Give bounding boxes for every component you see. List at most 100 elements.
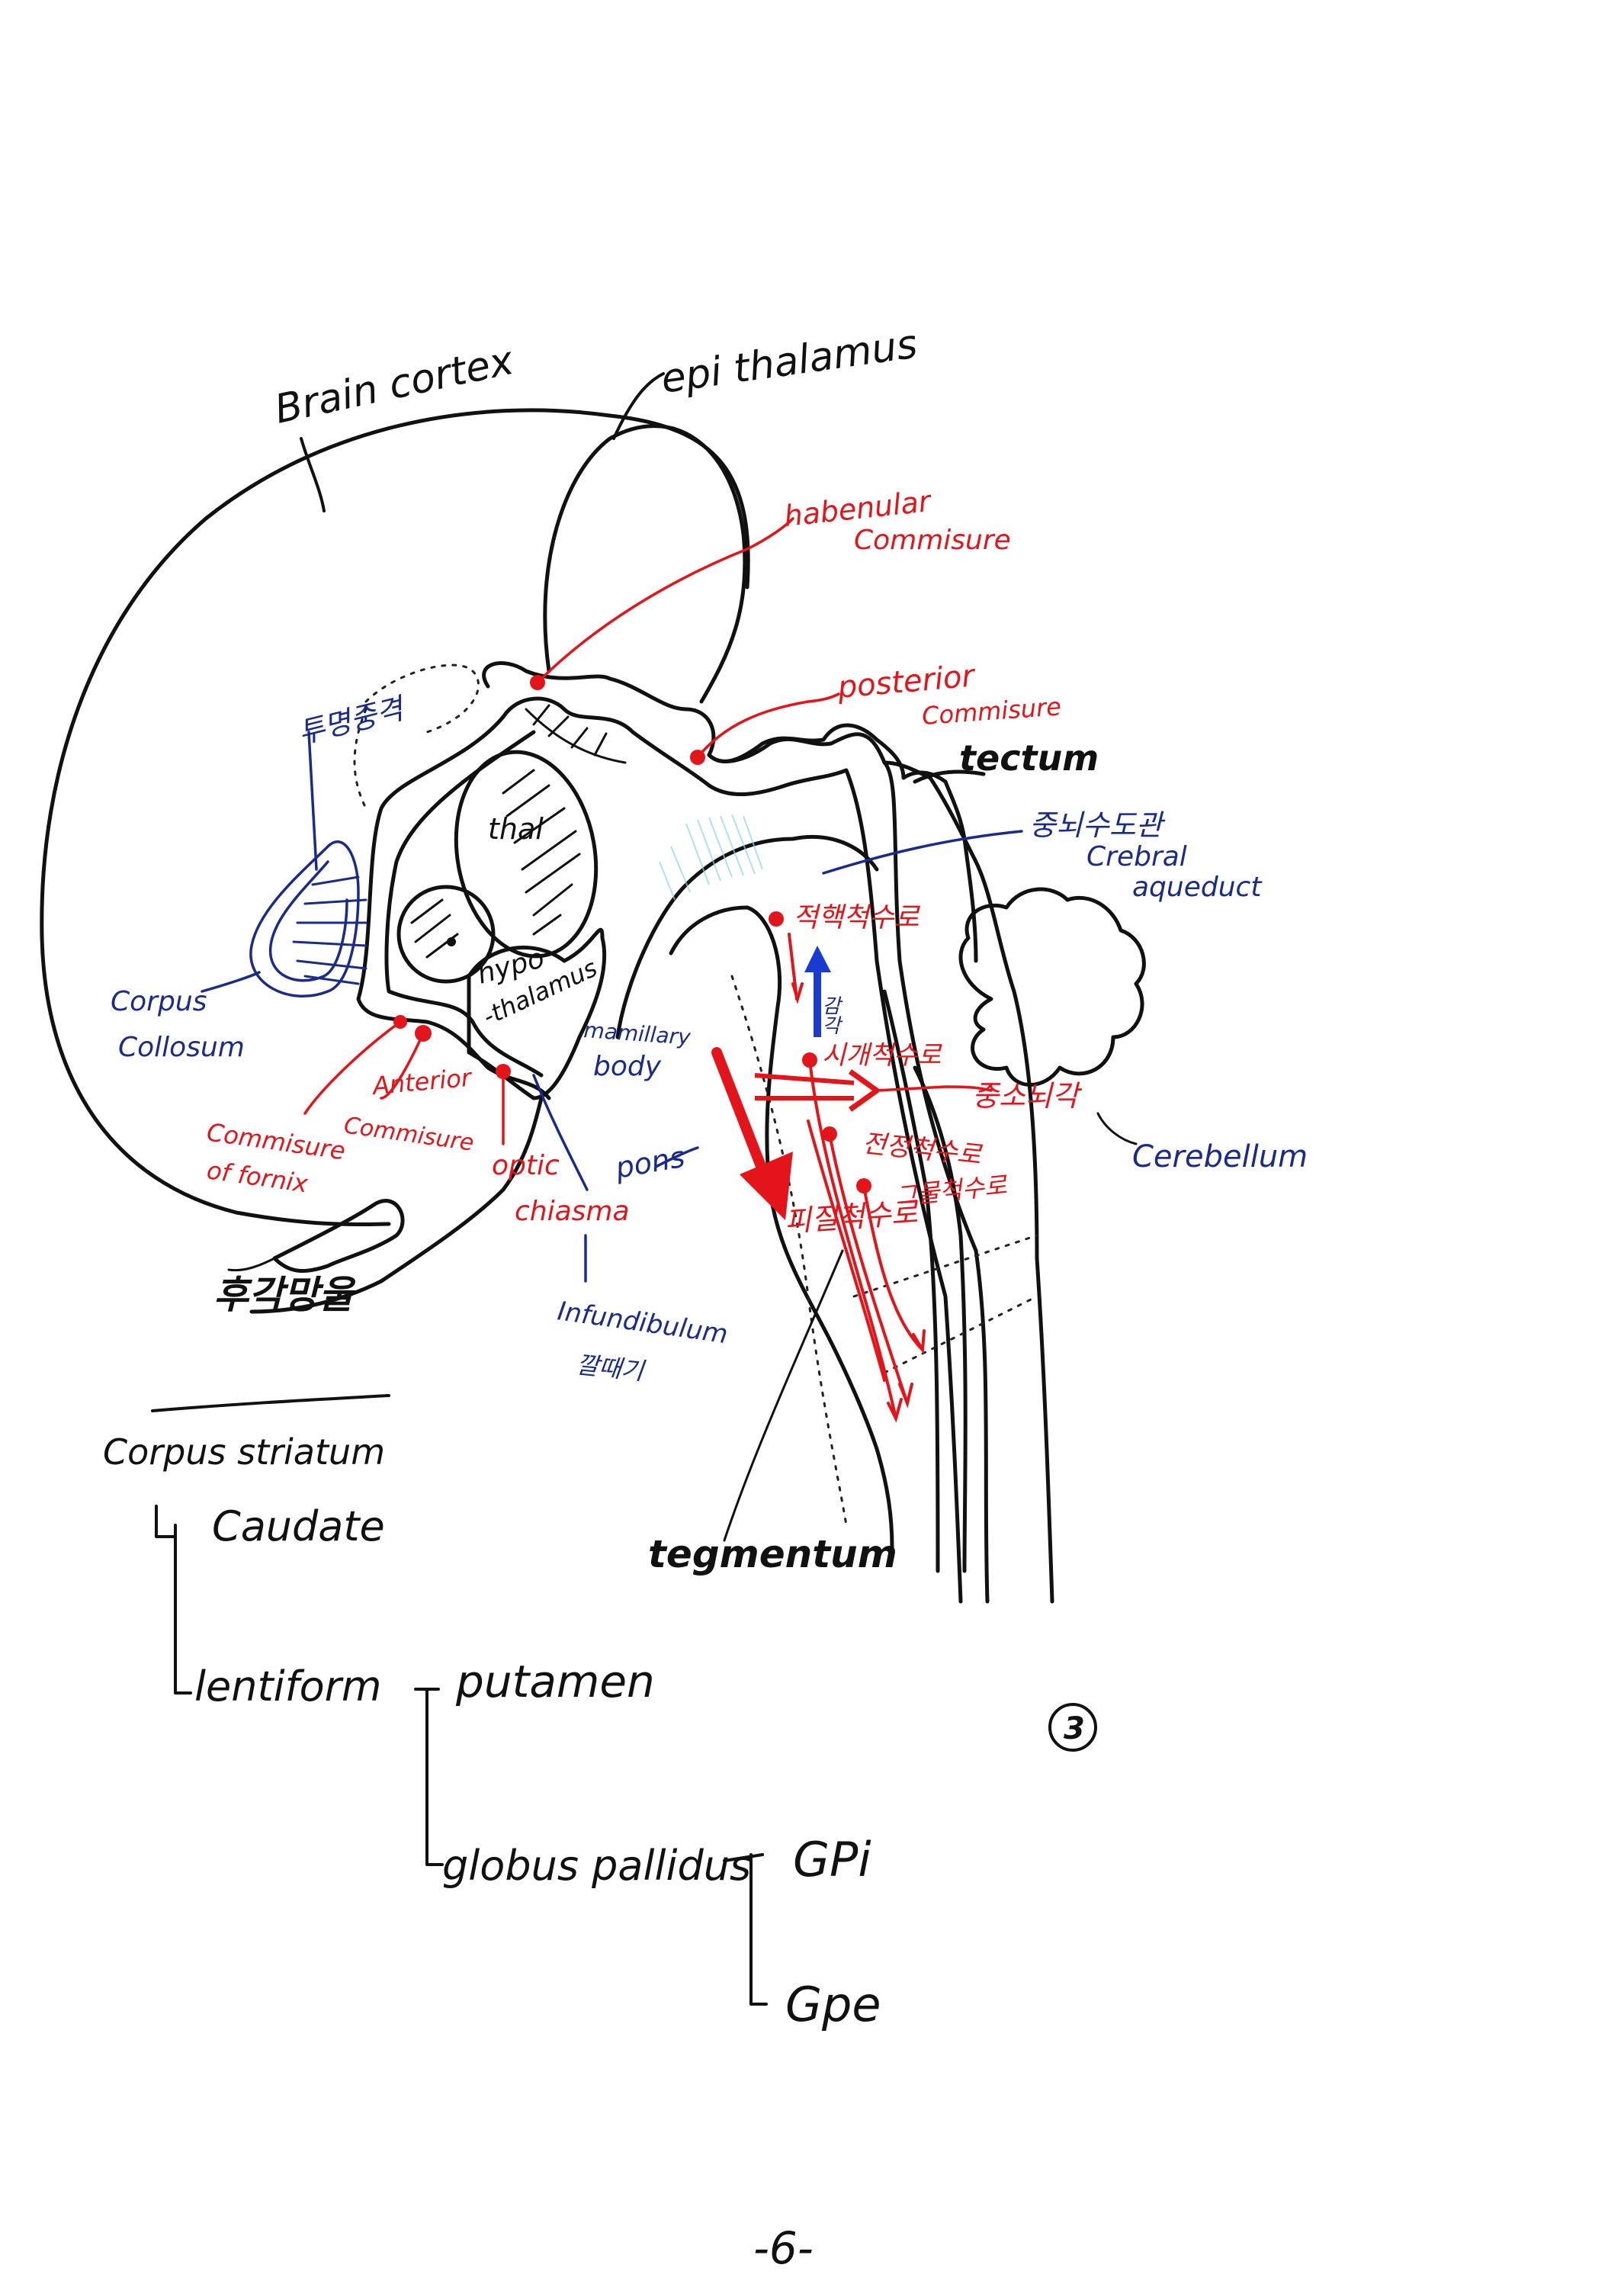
olfactory-bulb-outline	[272, 1199, 405, 1274]
label-aqueduct-kr: 중뇌수도관	[1029, 808, 1166, 842]
cerebellum-pointer	[1096, 1112, 1138, 1145]
label-infundibulum-kr: 깔때기	[575, 1350, 647, 1386]
circled-number: 3	[1048, 1703, 1097, 1752]
tree-globus: globus pallidus	[442, 1842, 751, 1890]
infundibulum-outline	[249, 1096, 544, 1314]
label-olfactory: 후각망울	[213, 1273, 357, 1317]
tree-branch-1	[155, 1505, 192, 1695]
tree-branch-2	[414, 1688, 444, 1866]
hypothalamus-outline	[467, 927, 607, 1100]
circle-number-text: 3	[1064, 1711, 1085, 1746]
dotted-septum-2	[353, 708, 367, 810]
nucleus-dot	[447, 937, 456, 946]
label-mamillary2: body	[593, 1051, 662, 1082]
label-septum: 투명중격	[295, 691, 409, 750]
striatum-tree: Corpus striatum Caudate lentiform putame…	[103, 1394, 881, 2032]
label-posterior2: Commisure	[921, 692, 1062, 731]
brain-outlines	[40, 408, 1146, 1604]
label-pons: pons	[612, 1140, 688, 1185]
label-fornix2: of fornix	[205, 1155, 310, 1198]
label-mamillary1: mamillary	[583, 1017, 692, 1050]
pons-outline	[615, 834, 879, 1039]
label-cerebellum: Cerebellum	[1132, 1139, 1308, 1174]
callosum-pointer	[201, 971, 261, 993]
tectum-outline	[707, 723, 978, 963]
label-optic1: optic	[492, 1150, 560, 1181]
label-tract4: 전정척수로	[861, 1128, 984, 1171]
tree-caudate: Caudate	[212, 1502, 385, 1550]
label-brain-cortex: Brain cortex	[271, 338, 518, 433]
thalamus-hatching	[410, 704, 627, 959]
tegmentum-pointer	[723, 1249, 844, 1542]
dotted-septum	[364, 663, 480, 734]
brainstem-outline	[882, 760, 1054, 1604]
label-thal: thal	[488, 812, 544, 846]
middle-peduncle-arrowhead	[848, 1069, 880, 1112]
label-sense: 감각	[818, 995, 841, 1035]
label-tract6: 피질척수로	[784, 1196, 920, 1238]
callosum-inner	[268, 860, 348, 982]
dotted-brainstem-3	[883, 1295, 1038, 1374]
anterior-pointer	[380, 1032, 425, 1100]
label-aqueduct1: Crebral	[1086, 841, 1187, 872]
callosum-striations	[292, 875, 367, 985]
label-corpus-callosum2: Collosum	[118, 1032, 245, 1063]
tectum-pointer	[913, 769, 986, 784]
label-posterior: posterior	[836, 658, 977, 705]
tree-putamen: putamen	[455, 1656, 655, 1707]
label-tract2: 시개척수로	[822, 1040, 942, 1071]
red-labels: habenular Commisure posterior Commisure …	[205, 484, 1083, 1238]
pons-pointer	[654, 1146, 699, 1168]
page-number: -6-	[753, 2222, 814, 2274]
middle-peduncle-line	[875, 1085, 993, 1092]
tree-gpe: Gpe	[785, 1977, 881, 2032]
circle-number-ring	[1048, 1703, 1097, 1752]
red-markers	[227, 372, 1138, 1542]
corticospinal-arrowhead	[740, 1152, 793, 1220]
mamillary-pointer	[532, 1074, 589, 1191]
cortex-outline	[40, 408, 750, 1227]
aqueduct-pointer	[822, 830, 1023, 875]
habenular-pointer	[536, 517, 794, 684]
tract1-dot	[769, 911, 784, 927]
epithalamus-pointer	[612, 372, 665, 440]
label-anterior: Anterior	[370, 1063, 473, 1100]
label-habenular2: Commisure	[854, 525, 1011, 556]
ventricle-wall	[356, 715, 551, 1100]
tree-gpi: GPi	[793, 1832, 871, 1887]
label-anterior2: Commisure	[342, 1112, 476, 1157]
thalamus-outline	[454, 750, 599, 959]
aqueduct-hatching	[659, 814, 763, 901]
diencephalon-outline	[482, 661, 990, 1604]
middle-peduncle-arrow	[754, 1073, 855, 1100]
posterior-pointer	[696, 692, 840, 759]
label-tegmentum: tegmentum	[648, 1532, 897, 1576]
tree-divider	[151, 1394, 390, 1412]
cortex-pointer	[300, 437, 326, 512]
brainstem-wall-1	[913, 1065, 968, 1573]
label-tract1: 적핵척수로	[793, 902, 920, 933]
nucleus-outline	[396, 885, 496, 984]
olfactory-pointer	[227, 1257, 276, 1272]
tree-root: Corpus striatum	[103, 1431, 385, 1473]
fornix-pointer	[303, 1020, 402, 1115]
descending-tract-lines	[788, 933, 926, 1423]
dotted-brainstem-2	[852, 1234, 1038, 1298]
corpus-callosum	[201, 731, 367, 998]
diencephalon-inner	[501, 696, 963, 1604]
label-optic2: chiasma	[515, 1196, 630, 1227]
label-epithalamus: epi thalamus	[658, 321, 920, 402]
tree-lentiform: lentiform	[194, 1662, 381, 1711]
label-tract3: 중소뇌각	[972, 1079, 1083, 1113]
dotted-brainstem-1	[730, 975, 848, 1527]
label-tectum: tectum	[959, 737, 1099, 779]
tract-arrows	[711, 933, 993, 1423]
sensory-arrowhead	[804, 946, 831, 972]
cerebellum-outline	[958, 887, 1146, 1087]
label-corpus-callosum1: Corpus	[111, 986, 207, 1017]
epithalamus-outline	[543, 424, 747, 704]
callosum-outer	[249, 840, 360, 998]
septum-pointer	[307, 731, 318, 871]
brainstem-wall-2	[882, 989, 940, 1573]
